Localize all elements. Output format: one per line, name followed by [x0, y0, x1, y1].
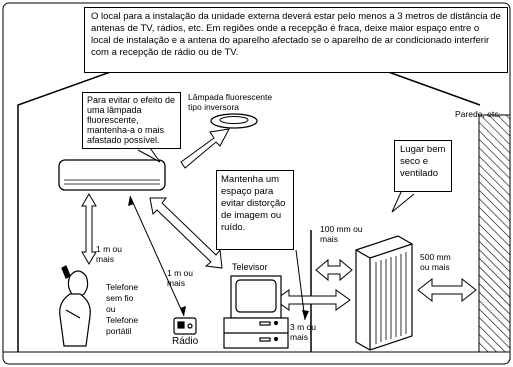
- wall-label: Parede, etc.: [455, 109, 501, 119]
- distance-100mm: 100 mm ou mais: [320, 224, 363, 244]
- phone-label: Telefone sem fio ou Telefone portátil: [106, 282, 139, 336]
- outdoor-unit-icon: [355, 235, 413, 351]
- arrow-note-pointer: [295, 249, 306, 321]
- distance-500mm: 500 mm ou mais: [420, 252, 451, 272]
- distance-1m-radio: 1 m ou mais: [167, 268, 193, 288]
- fluorescent-lamp-icon: [210, 113, 258, 129]
- distance-1m-phone: 1 m ou mais: [96, 244, 122, 264]
- indoor-unit-icon: [58, 159, 166, 191]
- arrow-vertical-phone: [81, 193, 97, 265]
- arrow-unit-tv-double: [149, 197, 223, 269]
- wall-hatch: [478, 114, 511, 353]
- distance-3m: 3 m ou mais: [290, 322, 316, 342]
- space-note: Mantenha um espaço para evitar distorção…: [216, 170, 294, 250]
- lamp-label: Lâmpada fluorescente tipo inversora: [188, 92, 273, 112]
- radio-icon: [173, 317, 197, 335]
- arrow-tv-outdoor-horizontal: [274, 289, 351, 311]
- arrow-unit-to-lamp: [180, 128, 230, 169]
- installation-distance-note: O local para a instalação da unidade ext…: [84, 7, 508, 73]
- television-icon: [223, 275, 289, 349]
- arrow-100mm: [315, 258, 353, 282]
- person-phone-icon: [59, 265, 91, 347]
- fluorescent-note: Para evitar o efeito de uma lâmpada fluo…: [82, 92, 181, 149]
- radio-label: Rádio: [172, 336, 199, 347]
- tv-label: Televisor: [232, 262, 268, 272]
- arrow-500mm: [417, 277, 477, 303]
- place-note: Lugar bem seco e ventilado: [394, 140, 452, 192]
- arrow-unit-radio: [129, 195, 185, 317]
